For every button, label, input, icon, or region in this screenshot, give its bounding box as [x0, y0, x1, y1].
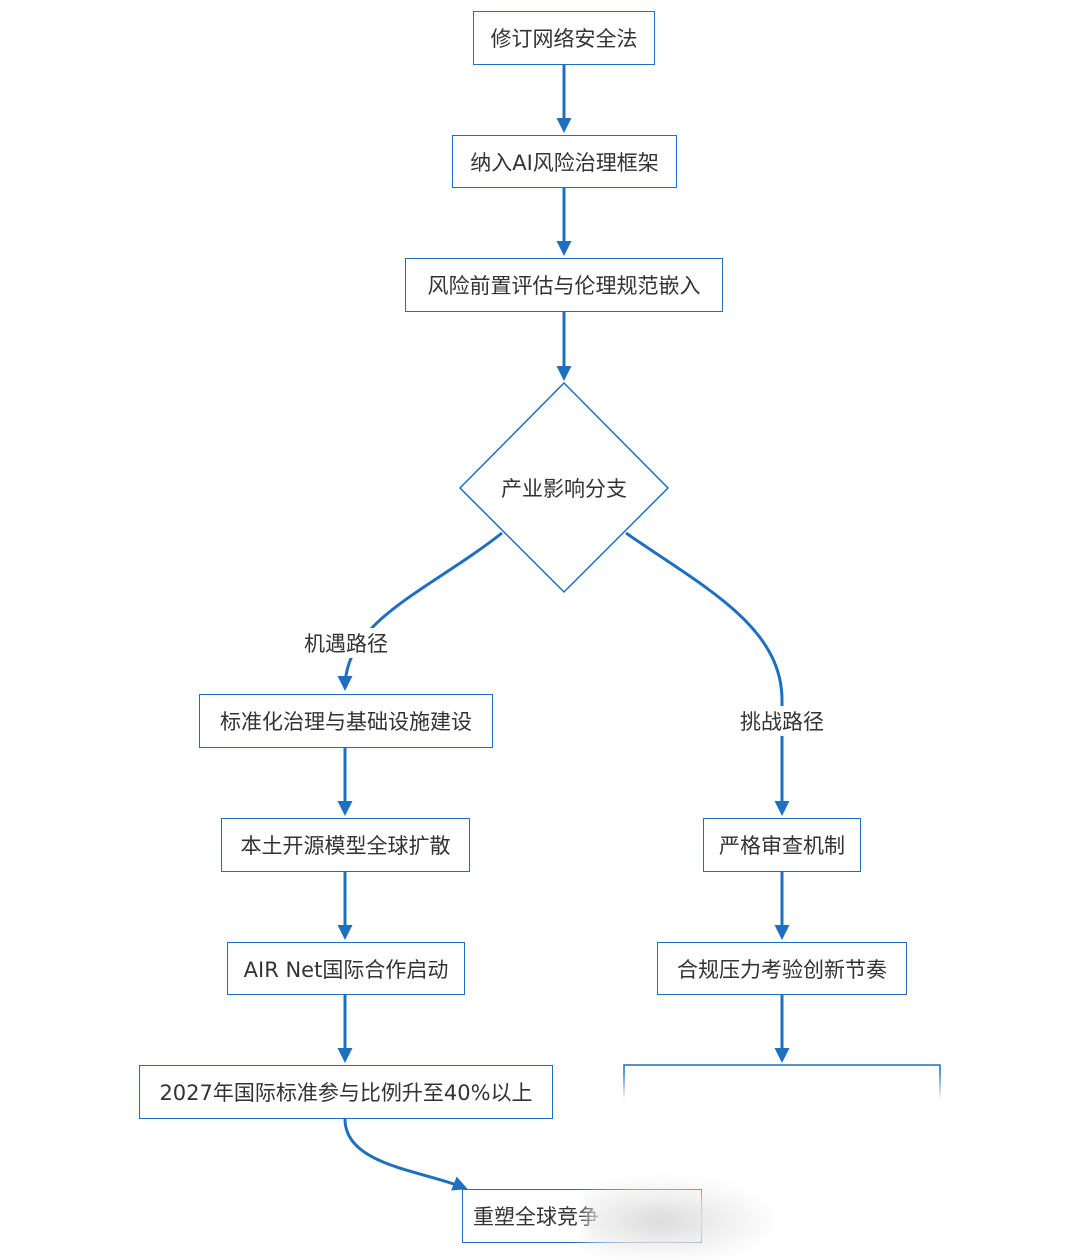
decision-diamond: [458, 381, 670, 594]
edge-label-opportunity: 机遇路径: [302, 628, 390, 658]
node-strict-review: 严格审查机制: [703, 818, 861, 872]
node-standardization-infrastructure: 标准化治理与基础设施建设: [199, 694, 493, 748]
edge-label-challenge: 挑战路径: [738, 706, 826, 736]
blur-overlay: [585, 1178, 775, 1256]
node-open-source-models: 本土开源模型全球扩散: [221, 818, 470, 872]
node-2027-standards-participation: 2027年国际标准参与比例升至40%以上: [139, 1065, 553, 1119]
edge-decision-challenge: [625, 531, 790, 816]
edge-decision-opportunity: [337, 531, 503, 691]
edge-o4-final: [343, 1118, 468, 1191]
node-compliance-pressure: 合规压力考验创新节奏: [657, 942, 907, 995]
decision-label: 产业影响分支: [501, 477, 627, 501]
node-risk-assessment-ethics: 风险前置评估与伦理规范嵌入: [405, 258, 723, 312]
node-reshape-global-competition-label: 重塑全球竞争: [473, 1205, 599, 1229]
node-ai-risk-framework: 纳入AI风险治理框架: [452, 135, 677, 188]
fade-overlay: [610, 1072, 955, 1152]
node-revise-cybersecurity-law: 修订网络安全法: [473, 11, 655, 65]
node-air-net-cooperation: AIR Net国际合作启动: [227, 942, 465, 995]
